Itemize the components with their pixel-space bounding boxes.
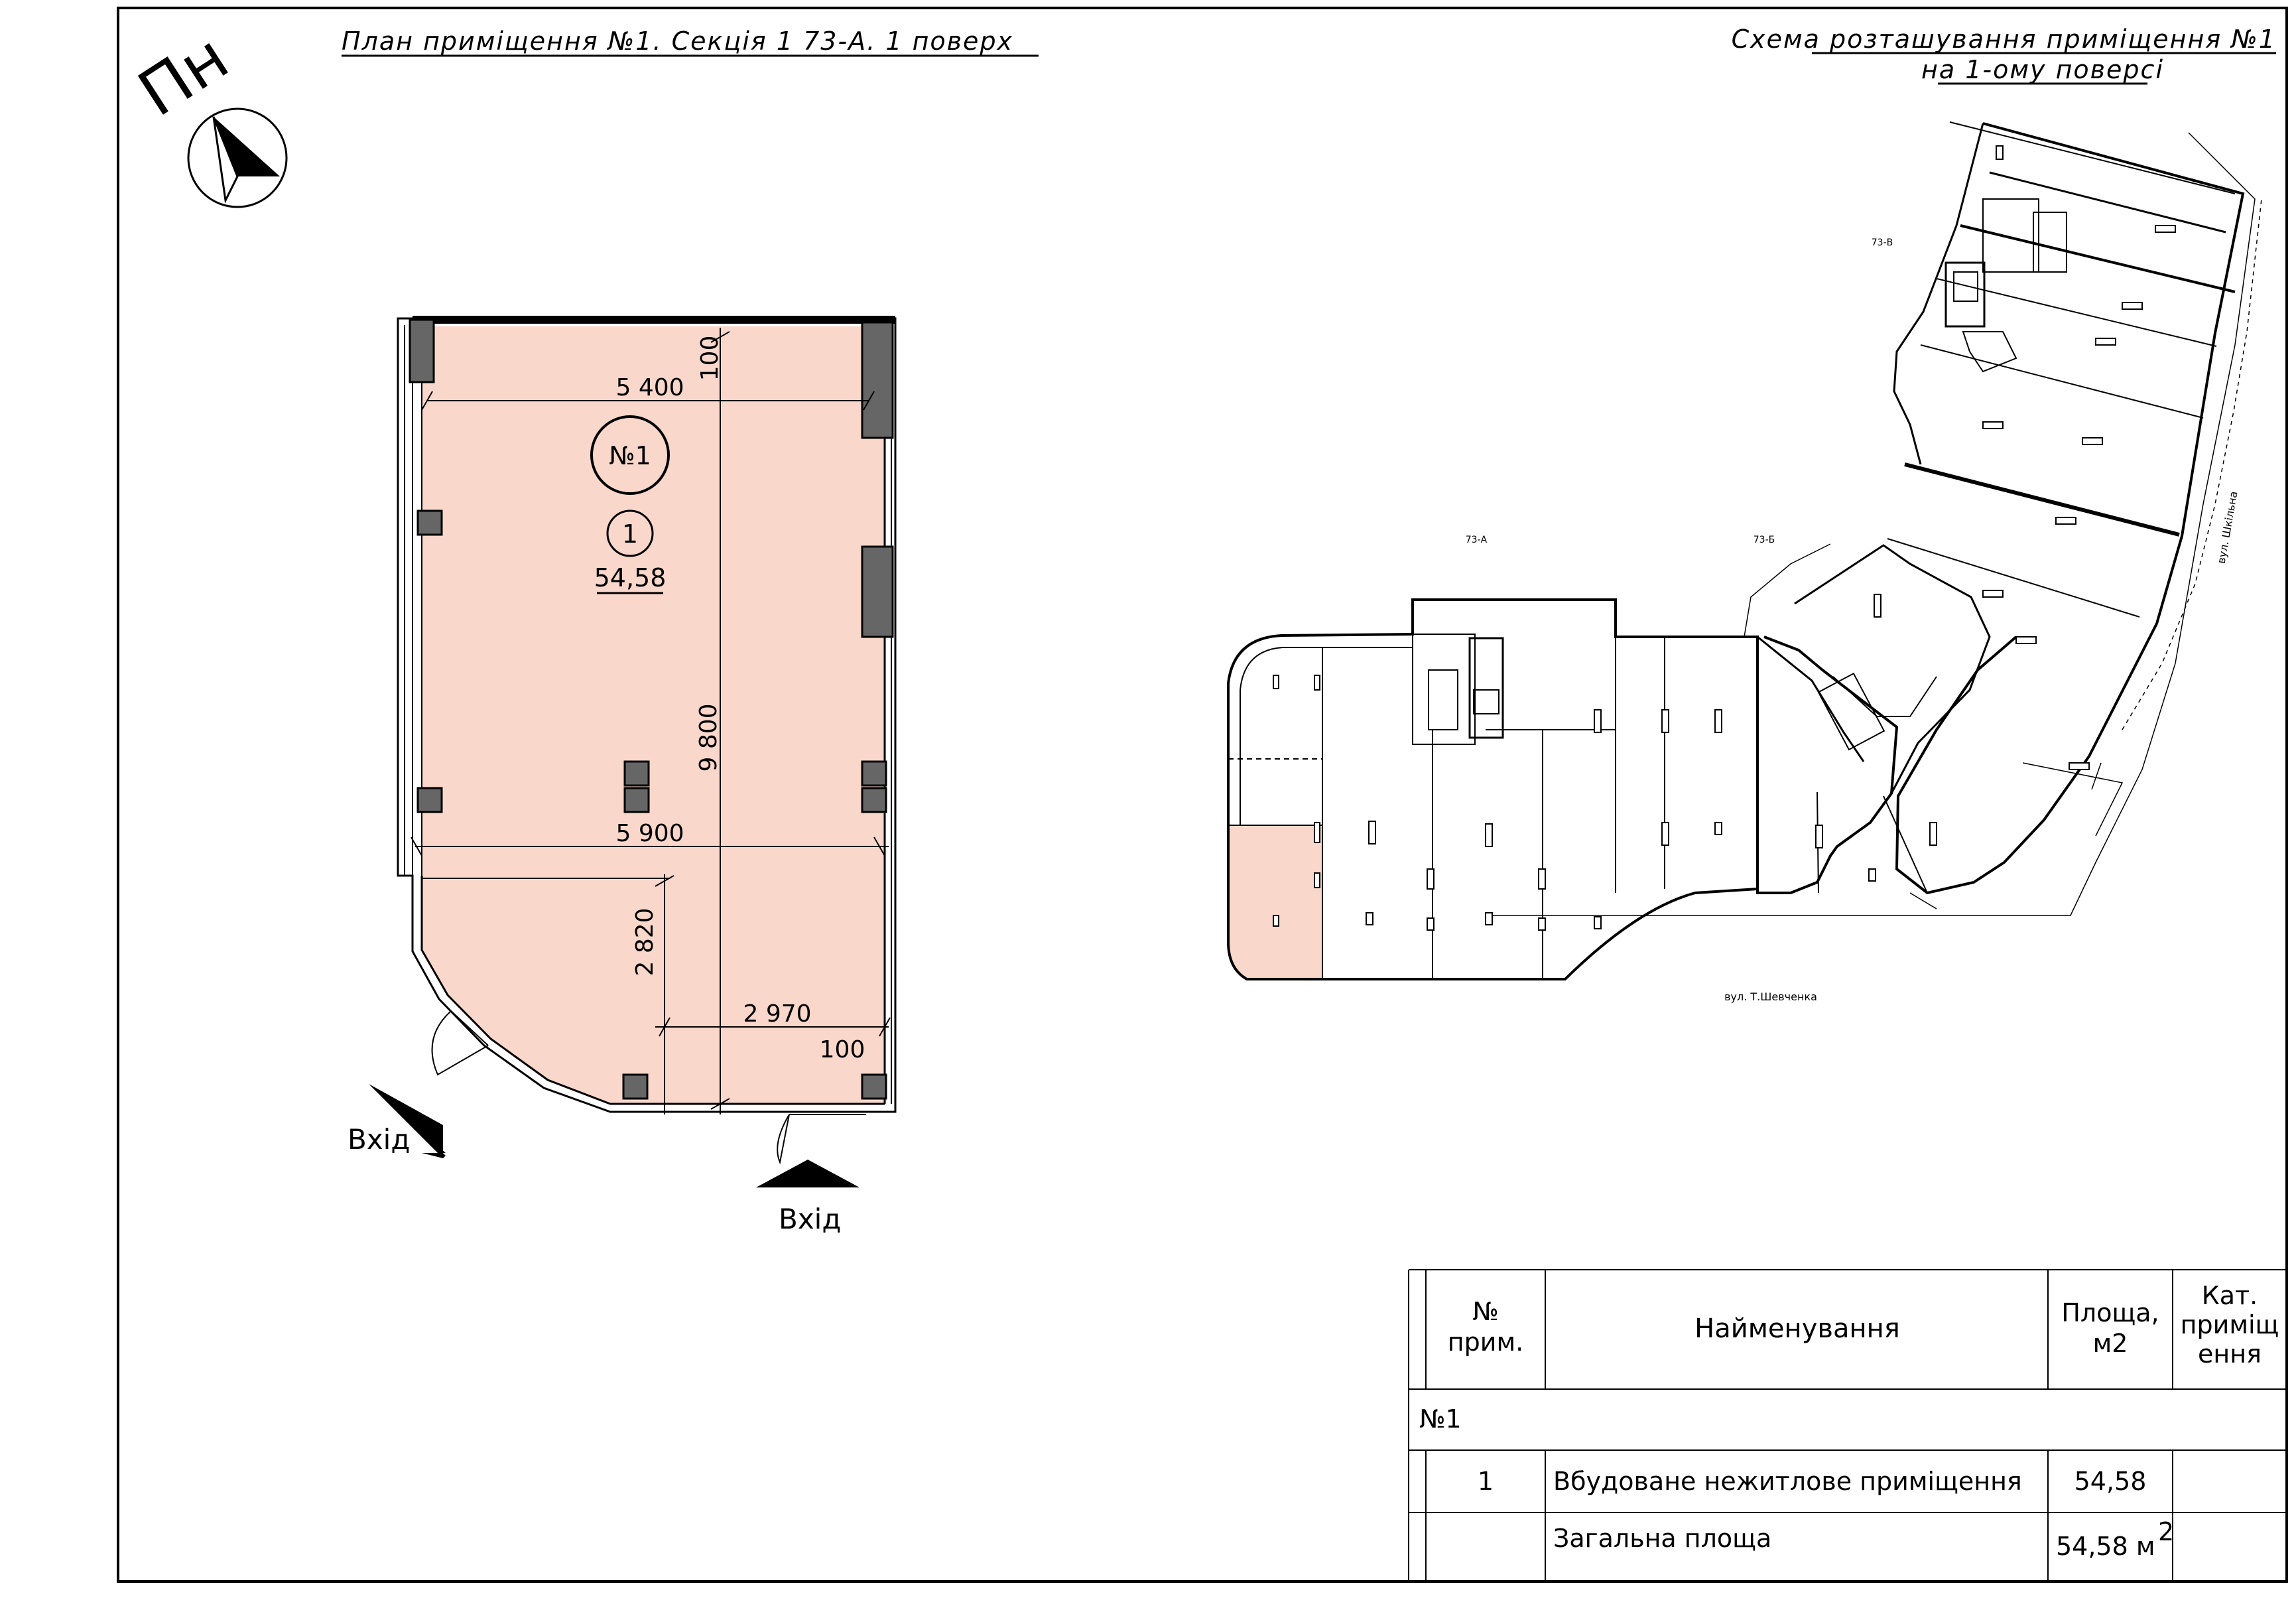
- room-area-fill: [422, 326, 885, 1104]
- scheme-title-line1: Схема розташування приміщення №1: [1732, 25, 2276, 54]
- column: [409, 318, 435, 383]
- table-header-name: Найменування: [1694, 1313, 1900, 1344]
- highlighted-unit: [1228, 825, 1323, 980]
- table-header-category-2: приміщ: [2181, 1310, 2279, 1339]
- table-header-number-2: прим.: [1448, 1327, 1523, 1357]
- section-73a-outline: [1227, 598, 1759, 980]
- column: [416, 509, 443, 536]
- table-header-category-3: ення: [2198, 1339, 2262, 1369]
- dim-top-offset: 100: [696, 336, 724, 381]
- plan-title: План приміщення №1. Секція 1 73-А. 1 пов…: [342, 27, 1013, 56]
- floor-plan: 5 400 100 9 800 5 900 2 820 2 970 100 №1…: [348, 316, 897, 1235]
- compass-label: Пн: [126, 20, 241, 131]
- scheme-title-line2: на 1-ому поверсі: [1921, 55, 2164, 84]
- scheme-label-73b: 73-Б: [1754, 535, 1775, 545]
- column: [623, 787, 650, 813]
- column: [623, 760, 650, 787]
- room-index: 1: [622, 519, 638, 549]
- scheme-label-73a: 73-А: [1466, 535, 1488, 545]
- column: [861, 545, 894, 638]
- table-total-unit-sup: 2: [2158, 1517, 2174, 1546]
- table-total-label: Загальна площа: [1553, 1524, 1771, 1553]
- dim-corner-width: 2 970: [743, 1000, 811, 1028]
- column: [861, 1073, 887, 1100]
- dim-corner-height: 2 820: [631, 908, 659, 976]
- column: [861, 760, 887, 787]
- table-total-value: 54,58 м: [2056, 1532, 2155, 1561]
- section-73v-outline: [1895, 122, 2245, 895]
- table-row-name: Вбудоване нежитлове приміщення: [1553, 1467, 2022, 1496]
- table-row-number: 1: [1478, 1467, 1494, 1496]
- street-east-label: вул. Шкільна: [2215, 490, 2240, 565]
- room-area: 54,58: [594, 563, 667, 592]
- dimension-lines: [411, 328, 891, 1114]
- dim-corner-offset: 100: [820, 1036, 865, 1063]
- section-73b-outline: [1616, 636, 1899, 894]
- room-number: №1: [609, 441, 651, 470]
- table-group-label: №1: [1419, 1404, 1462, 1434]
- dim-mid-width: 5 900: [615, 820, 684, 847]
- scheme-label-73v: 73-В: [1872, 237, 1893, 248]
- dim-top-width: 5 400: [615, 374, 684, 401]
- room-index-circle: [606, 509, 654, 557]
- column: [861, 787, 887, 813]
- table-header-area-1: Площа,: [2061, 1298, 2159, 1327]
- table-header-category-1: Кат.: [2202, 1281, 2258, 1310]
- door-bottom: [777, 1114, 866, 1165]
- entry-label-left: Вхід: [348, 1123, 410, 1156]
- column: [861, 321, 894, 439]
- room-number-circle: [590, 415, 670, 495]
- table-header-number-1: №: [1472, 1297, 1499, 1326]
- column: [622, 1073, 649, 1100]
- table-row-area: 54,58: [2074, 1467, 2147, 1496]
- dim-height: 9 800: [695, 703, 722, 772]
- sheet-frame: [117, 7, 2288, 1583]
- entry-label-bottom: Вхід: [779, 1203, 841, 1235]
- north-arrow-icon: Пн: [126, 20, 288, 208]
- area-table: [1408, 1269, 2287, 1581]
- entry-arrow-bottom: [756, 1160, 860, 1187]
- door-left: [431, 1010, 489, 1076]
- table-header-area-2: м2: [2093, 1329, 2128, 1358]
- column: [416, 787, 443, 813]
- street-south-label: вул. Т.Шевченка: [1724, 990, 1817, 1003]
- location-scheme: [1227, 121, 2262, 980]
